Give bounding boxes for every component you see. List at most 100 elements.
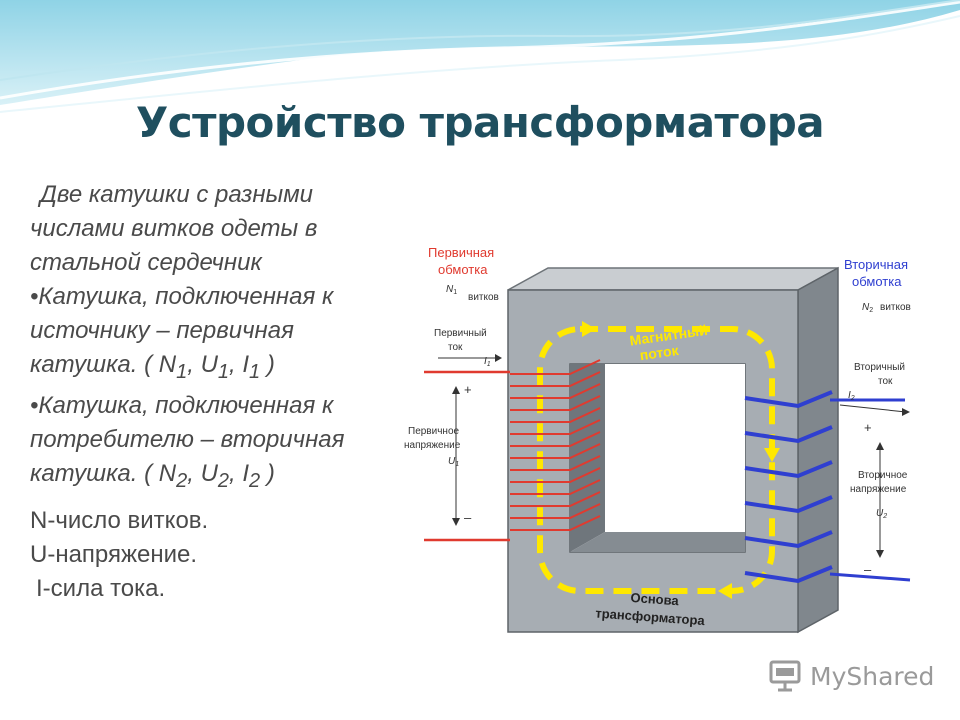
- symbol-n: N: [158, 351, 177, 378]
- secondary-plus: +: [864, 420, 872, 435]
- flux-arrow-icon: [764, 448, 780, 462]
- i2-arrow: [839, 404, 907, 413]
- secondary-coil-turn: [744, 565, 833, 584]
- separator: ,: [229, 351, 243, 378]
- u1-arrow-down-icon: [452, 518, 460, 526]
- secondary-coil-turn: [744, 390, 833, 409]
- symbol-i: I: [242, 459, 250, 487]
- separator: ,: [229, 459, 243, 487]
- u1-label: U1: [448, 456, 459, 468]
- i1-sub: 1: [487, 361, 491, 368]
- i1-label: I1: [484, 356, 491, 368]
- flux-arrow-icon: [718, 583, 732, 599]
- secondary-coil-turns: [744, 390, 833, 584]
- flux-label: Магнитный поток: [629, 322, 709, 363]
- subscript-1: 1: [249, 360, 261, 383]
- legend-n: N-число витков.: [30, 506, 209, 534]
- n1-sub: 1: [453, 289, 457, 296]
- symbol-u: U: [200, 459, 218, 487]
- close-paren: ): [260, 351, 275, 378]
- primary-coil-turn: [510, 455, 601, 471]
- n1-letter: N: [446, 284, 454, 295]
- primary-coil-turn: [510, 383, 601, 399]
- bullet-primary: •Катушка, подключенная к источнику – пер…: [30, 280, 400, 389]
- primary-coil-turn: [510, 395, 601, 411]
- primary-coil-turns: [510, 359, 601, 531]
- subscript-2: 2: [217, 469, 230, 492]
- core-window: [605, 364, 745, 532]
- primary-coil-turn: [510, 467, 601, 483]
- u2-arrow-up-icon: [876, 442, 884, 450]
- u2-arrow-down-icon: [876, 550, 884, 558]
- primary-coil-turn: [510, 431, 601, 447]
- secondary-current-label-2: ток: [878, 376, 893, 387]
- symbol-i: I: [242, 351, 250, 378]
- i1-arrow-head-icon: [495, 354, 502, 362]
- watermark-logo: MyShared: [768, 656, 934, 696]
- u1-sub: 1: [455, 461, 459, 468]
- primary-coil: [424, 370, 510, 542]
- slide-body: Две катушки с разными числами витков оде…: [30, 178, 400, 606]
- n2-letter: N: [862, 302, 870, 313]
- watermark-text: MyShared: [810, 661, 935, 691]
- primary-coil-turn: [510, 407, 601, 423]
- primary-current-label-2: ток: [448, 342, 463, 353]
- legend-i: I-сила тока.: [36, 574, 166, 602]
- i2-letter: I: [848, 390, 851, 401]
- u2-label: U2: [876, 508, 887, 520]
- magnetic-flux-loop: [537, 326, 775, 594]
- primary-coil-turn: [510, 359, 601, 375]
- secondary-lead-bottom: [829, 572, 911, 582]
- primary-coil-turn: [510, 503, 601, 519]
- separator: ,: [187, 459, 201, 487]
- secondary-winding-label-2: обмотка: [852, 274, 902, 289]
- secondary-coil-turn: [744, 495, 833, 514]
- secondary-winding-label-1: Вторичная: [844, 257, 908, 272]
- separator: ,: [187, 351, 201, 378]
- legend-u: U-напряжение.: [30, 540, 198, 568]
- secondary-coil-turn: [744, 460, 833, 479]
- primary-voltage-label-2: напряжение: [404, 440, 461, 451]
- secondary-minus: –: [864, 562, 872, 577]
- primary-voltage-label-1: Первичное: [408, 426, 460, 437]
- secondary-coil-turn: [744, 425, 833, 444]
- primary-coil-turn: [510, 371, 601, 387]
- u1-letter: U: [448, 456, 456, 467]
- slide-title: Устройство трансформатора: [135, 98, 825, 147]
- subscript-2: 2: [176, 469, 188, 492]
- close-paren: ): [260, 459, 275, 487]
- bullet-intro-text: Две катушки с разными числами витков оде…: [30, 181, 318, 276]
- subscript-1: 1: [176, 360, 188, 383]
- bullet-intro: Две катушки с разными числами витков оде…: [30, 178, 400, 280]
- header-wave-decoration: [0, 0, 960, 113]
- primary-winding-label-1: Первичная: [428, 245, 494, 260]
- primary-coil-turn: [510, 515, 601, 531]
- secondary-coil-turn: [744, 530, 833, 549]
- core-label-1: Основа: [630, 590, 680, 608]
- flux-arrow-icon: [582, 321, 596, 337]
- n1-symbol: N1: [446, 284, 457, 296]
- bullet-secondary-text: •Катушка, подключенная к потребителю – в…: [30, 391, 345, 487]
- symbol-u: U: [200, 351, 218, 378]
- transformer-diagram: Первичная обмотка N1 витков Первичный то…: [400, 222, 960, 692]
- flux-label-2: поток: [639, 342, 681, 363]
- subscript-1: 1: [217, 360, 230, 383]
- primary-coil-turn: [510, 419, 601, 435]
- secondary-voltage-label-1: Вторичное: [858, 470, 908, 481]
- bullet-secondary: •Катушка, подключенная к потребителю – в…: [30, 389, 400, 498]
- core-top-face: [507, 267, 839, 291]
- symbol-n: N: [158, 459, 177, 487]
- secondary-turns-label: витков: [880, 302, 911, 313]
- secondary-voltage-label-2: напряжение: [850, 484, 907, 495]
- secondary-current-label-1: Вторичный: [854, 362, 905, 373]
- bullet-primary-text: •Катушка, подключенная к источнику – пер…: [30, 283, 334, 378]
- core-window-floor: [570, 532, 745, 552]
- n2-symbol: N2: [862, 302, 873, 314]
- u2-sub: 2: [882, 513, 887, 520]
- primary-current-label-1: Первичный: [434, 328, 487, 339]
- n2-sub: 2: [869, 307, 873, 314]
- primary-coil-turn: [510, 491, 601, 507]
- presentation-board-icon: [769, 660, 801, 692]
- u2-letter: U: [876, 508, 884, 519]
- primary-coil-turn: [510, 479, 601, 495]
